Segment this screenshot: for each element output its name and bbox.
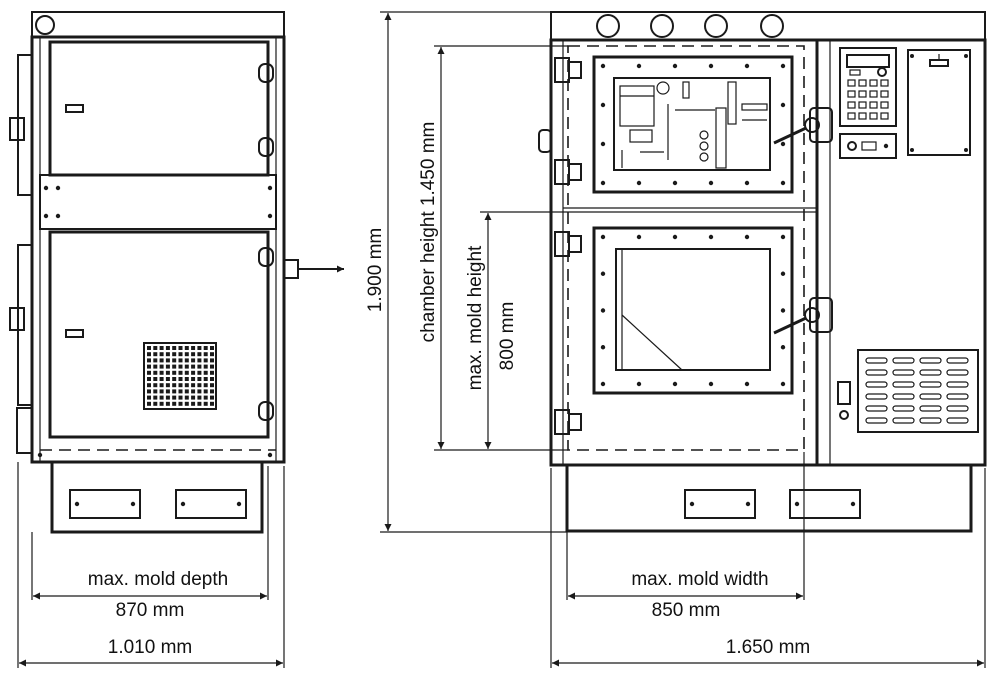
info-placard (907, 49, 971, 156)
front-upper-window (592, 55, 794, 194)
side-base-slot (175, 489, 247, 519)
side-exhaust-port (283, 259, 299, 279)
mold-depth-label: max. mold depth (88, 569, 228, 590)
side-lower-latch (65, 329, 84, 338)
chamber-floor-ramp (621, 314, 683, 371)
chamber-dashed-outline (567, 45, 805, 451)
front-view (538, 11, 987, 533)
front-base-slot (789, 489, 861, 519)
power-indicator (839, 410, 849, 420)
total-width-value: 1.650 mm (726, 637, 810, 658)
front-base (565, 463, 973, 533)
mold-height-label: max. mold height (465, 245, 486, 390)
front-base-slot (684, 489, 756, 519)
side-hinges (258, 63, 274, 421)
side-middle-band (39, 174, 277, 230)
front-top-port (760, 14, 784, 38)
total-height-value: 1.900 mm (365, 228, 386, 312)
side-upper-latch (65, 104, 84, 113)
side-vent-grid (143, 342, 217, 410)
chamber-interior-equipment (619, 81, 768, 169)
side-left-handles (9, 54, 33, 454)
side-cabinet-body (30, 35, 286, 464)
side-top-cap (31, 11, 285, 38)
side-bolts (37, 185, 273, 458)
mold-depth-value: 870 mm (116, 600, 185, 621)
mold-width-label: max. mold width (631, 569, 768, 590)
chamber-height-value: chamber height 1.450 mm (418, 122, 439, 343)
front-door-hinges (538, 57, 582, 435)
front-top-port (704, 14, 728, 38)
side-top-knob (35, 15, 55, 35)
side-base (50, 460, 264, 534)
control-panel (839, 47, 897, 159)
dimension-lines (17, 11, 986, 668)
door-lock-handles (773, 107, 833, 335)
front-vent-panel (857, 349, 979, 433)
power-switch (837, 381, 851, 405)
side-view (9, 11, 344, 534)
front-top-port (650, 14, 674, 38)
mold-height-value: 800 mm (497, 302, 518, 371)
front-top-port (596, 14, 620, 38)
mold-width-value: 850 mm (652, 600, 721, 621)
side-base-slot (69, 489, 141, 519)
dimension-labels: max. mold depth 870 mm 1.010 mm max. mol… (88, 122, 810, 658)
side-lower-door (48, 230, 270, 439)
total-depth-value: 1.010 mm (108, 637, 192, 658)
front-lower-window (592, 226, 794, 395)
